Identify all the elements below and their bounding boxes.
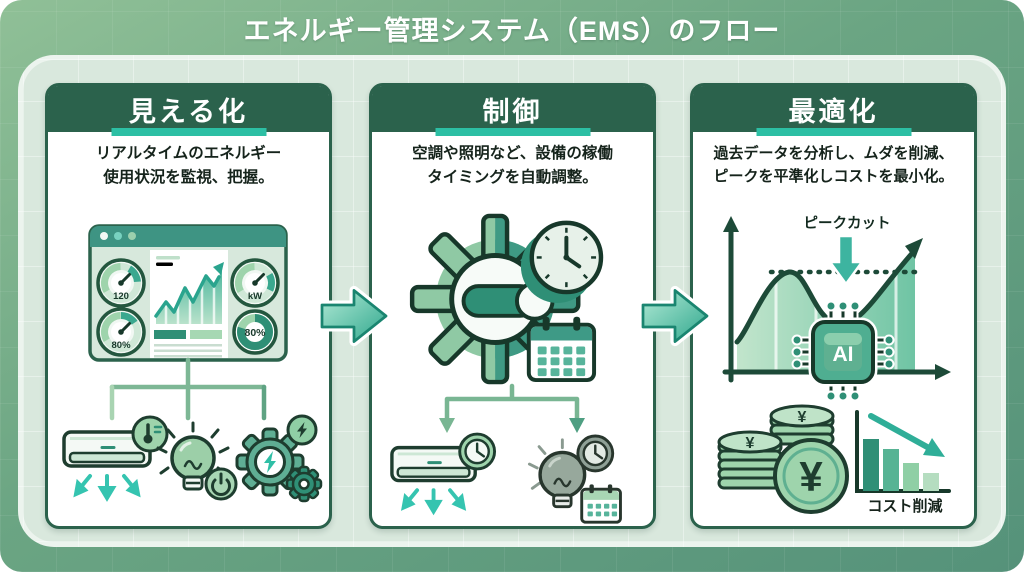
gauge-icon: 120	[96, 258, 146, 308]
svg-text:80%: 80%	[111, 340, 131, 351]
gauge-icon: 80%	[96, 307, 146, 357]
card-control-description: 空調や照明など、設備の稼働 タイミングを自動調整。	[412, 145, 613, 187]
cost-saving-icons: ¥ ¥ ¥	[717, 404, 951, 515]
peak-cut-chart: ピークカット	[722, 215, 951, 402]
yen-coins-icon: ¥ ¥ ¥	[717, 404, 849, 514]
card-control-header: 制御	[372, 86, 653, 132]
bolt-badge-icon	[286, 414, 318, 446]
calendar-badge-icon	[580, 484, 622, 524]
airflow-arrows-icon	[400, 488, 467, 516]
header-accent-bar	[756, 128, 911, 136]
svg-text:120: 120	[113, 291, 129, 302]
svg-text:¥: ¥	[746, 435, 755, 452]
bolt-icon	[264, 451, 276, 473]
page-title: エネルギー管理システム（EMS）のフロー	[243, 16, 781, 46]
dashboard-icon: 120 80%	[88, 224, 288, 362]
controlled-equipment-icons	[390, 432, 622, 524]
header-accent-bar	[435, 128, 590, 136]
peak-cut-label: ピークカット	[804, 215, 891, 232]
small-gear-icon	[285, 465, 323, 503]
thermometer-icon	[131, 415, 169, 453]
clock-icon	[520, 220, 604, 303]
lightbulb-icon	[156, 421, 238, 501]
branch-connector	[439, 383, 585, 433]
svg-text:¥: ¥	[799, 453, 823, 500]
dimmed-lightbulb-icon	[527, 434, 622, 524]
cost-reduction-label: コスト削減	[867, 497, 942, 515]
flow-arrow-icon	[638, 285, 712, 347]
donut-gauge-icon: 80%	[232, 309, 278, 355]
energy-gear-icon	[235, 414, 323, 503]
calendar-icon	[526, 316, 597, 383]
card-visualization-description: リアルタイムのエネルギー 使用状況を監視、把握。	[95, 145, 282, 187]
ai-chip-icon: AI	[791, 300, 895, 402]
branch-connector	[109, 357, 267, 421]
demand-curve	[734, 247, 918, 345]
svg-text:80%: 80%	[244, 327, 266, 339]
air-conditioner-icon	[62, 415, 169, 502]
card-optimization-header: 最適化	[693, 86, 974, 132]
card-visualization-header: 見える化	[48, 86, 329, 132]
power-button-icon	[204, 467, 238, 501]
ai-label: AI	[833, 343, 854, 366]
card-control: 制御 空調や照明など、設備の稼働 タイミングを自動調整。	[369, 83, 656, 529]
browser-titlebar	[90, 226, 286, 247]
toggle-switch-icon	[461, 281, 555, 321]
card-visualization: 見える化 リアルタイムのエネルギー 使用状況を監視、把握。	[45, 83, 332, 529]
down-arrow-icon	[569, 418, 585, 433]
card-optimization: 最適化 過去データを分析し、ムダを削減、 ピークを平準化しコストを最小化。	[690, 83, 977, 529]
trend-up-arrowhead	[905, 238, 923, 259]
equipment-icons	[62, 414, 323, 503]
header-accent-bar	[111, 128, 266, 136]
clock-badge-icon	[458, 432, 497, 471]
cost-reduction-chart-icon: コスト削減	[855, 410, 951, 515]
air-conditioner-icon	[390, 432, 497, 516]
card-optimization-description: 過去データを分析し、ムダを削減、 ピークを平準化しコストを最小化。	[713, 145, 954, 186]
airflow-arrows-icon	[73, 474, 141, 502]
clock-badge-icon	[576, 434, 615, 473]
automation-gear-icon	[409, 213, 604, 385]
flow-arrow-icon	[317, 285, 391, 347]
down-arrow-icon	[439, 418, 455, 433]
svg-text:¥: ¥	[798, 409, 807, 426]
peak-cut-arrow-icon	[827, 234, 865, 287]
svg-text:kW: kW	[248, 291, 262, 302]
gauge-icon: kW	[230, 258, 280, 308]
trend-chart-icon	[150, 250, 228, 358]
